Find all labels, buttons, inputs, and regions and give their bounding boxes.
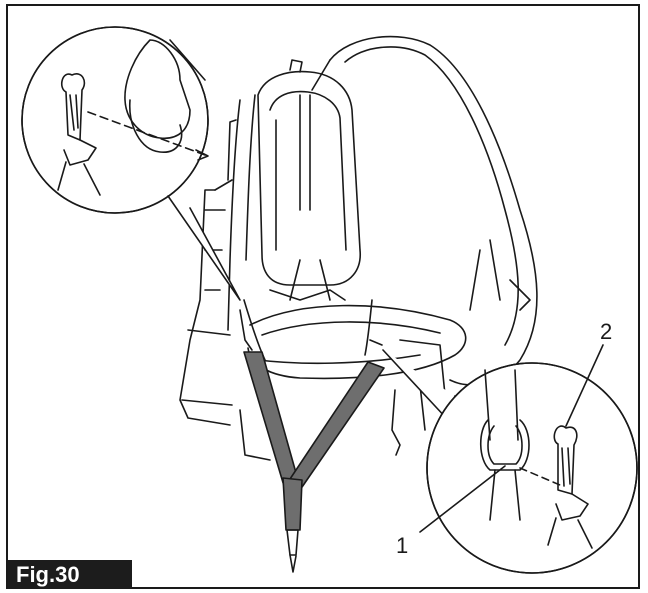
snap-hook-icon: [57, 73, 101, 196]
figure-frame: [6, 4, 640, 589]
snap-hook-icon: [547, 425, 593, 549]
harness-strap: [243, 351, 385, 573]
shoulder-strap-icon: [239, 299, 383, 361]
callout-1-label: 1: [396, 533, 409, 558]
d-ring-icon: [479, 369, 530, 521]
finger-icon: [124, 39, 206, 153]
callout-2-label: 2: [600, 319, 613, 344]
detail-bubble-right: [382, 344, 638, 574]
detail-bubble-left: [21, 26, 241, 301]
figure-label: Fig.30: [8, 560, 132, 589]
